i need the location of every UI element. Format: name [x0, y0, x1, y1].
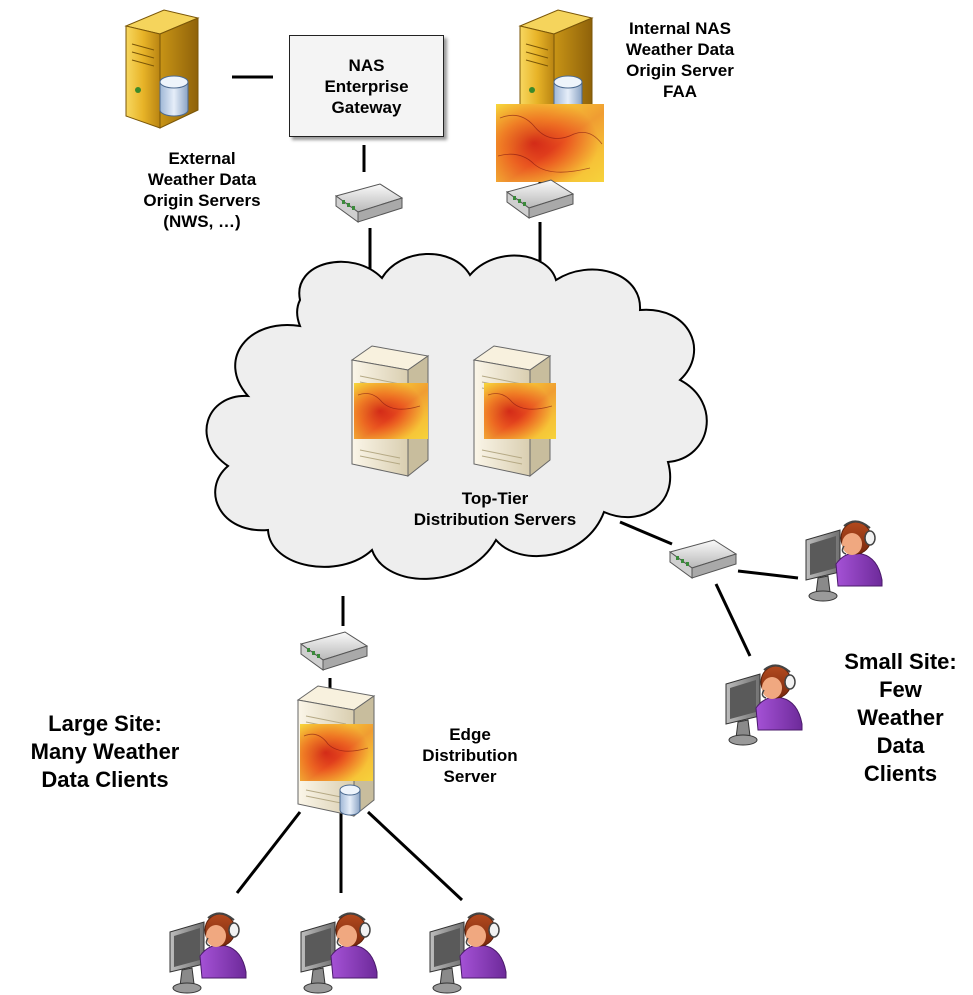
router-icon-internal [506, 179, 574, 219]
router-icon-gateway [335, 183, 403, 223]
edge-database-icon [339, 784, 361, 816]
small-site-label: Small Site: Few Weather Data Clients [828, 648, 973, 788]
external-servers-label: External Weather Data Origin Servers (NW… [117, 148, 287, 232]
top-tier-label-line: Distribution Servers [413, 510, 577, 529]
internal-weather-map-large [496, 104, 604, 182]
small-site-client-icon-1 [805, 520, 883, 602]
large-site-label-line: Large Site: [48, 711, 162, 736]
small-site-label-line: Clients [863, 761, 938, 786]
small-site-label-line: Small Site: [844, 649, 957, 674]
large-site-client-icon-2 [300, 912, 378, 994]
gateway-label-line: Gateway [331, 97, 402, 117]
top-tier-weather-map-1 [354, 383, 428, 439]
link-edge-to-client-3 [366, 810, 464, 902]
large-site-label-line: Data Clients [41, 767, 169, 792]
internal-server-label-line: Weather Data [625, 40, 735, 59]
internal-server-label-line: Origin Server [626, 61, 734, 80]
link-edge-to-client-1 [235, 811, 302, 894]
router-icon-small-site [669, 539, 737, 579]
external-servers-label-line: Origin Servers [143, 191, 261, 210]
gateway-label: NAS Enterprise Gateway [324, 55, 408, 118]
edge-server-label-line: Server [443, 767, 497, 786]
large-site-client-icon-1 [169, 912, 247, 994]
small-site-label-line: Weather [857, 705, 944, 730]
edge-server-label-line: Distribution [422, 746, 518, 765]
connections [232, 75, 799, 902]
edge-weather-map [300, 724, 373, 781]
nas-enterprise-gateway: NAS Enterprise Gateway [289, 35, 444, 137]
top-tier-label: Top-Tier Distribution Servers [395, 488, 595, 530]
network-cloud [205, 253, 708, 580]
internal-server-label: Internal NAS Weather Data Origin Server … [605, 18, 755, 102]
gateway-label-line: Enterprise [324, 76, 409, 96]
router-icon-large-site [300, 631, 368, 671]
link-small-router-to-client-1 [737, 569, 799, 580]
internal-server-label-line: Internal NAS [628, 19, 732, 38]
top-tier-weather-map-2 [484, 383, 556, 439]
link-small-router-to-client-2 [714, 583, 752, 657]
gateway-label-line: NAS [348, 55, 385, 75]
large-site-client-icon-3 [429, 912, 507, 994]
small-site-client-icon-2 [725, 664, 803, 746]
external-servers-label-line: External [168, 149, 236, 168]
edge-server-label: Edge Distribution Server [405, 724, 535, 787]
link-cloud-to-small-router [619, 520, 673, 546]
external-servers-label-line: (NWS, …) [163, 212, 241, 231]
large-site-label: Large Site: Many Weather Data Clients [0, 710, 210, 794]
edge-server-label-line: Edge [449, 725, 491, 744]
internal-server-label-line: FAA [663, 82, 697, 101]
external-origin-server-icon [125, 9, 199, 129]
small-site-label-line: Data [876, 733, 925, 758]
large-site-label-line: Many Weather [30, 739, 180, 764]
small-site-label-line: Few [879, 677, 922, 702]
top-tier-label-line: Top-Tier [461, 489, 529, 508]
external-servers-label-line: Weather Data [147, 170, 257, 189]
